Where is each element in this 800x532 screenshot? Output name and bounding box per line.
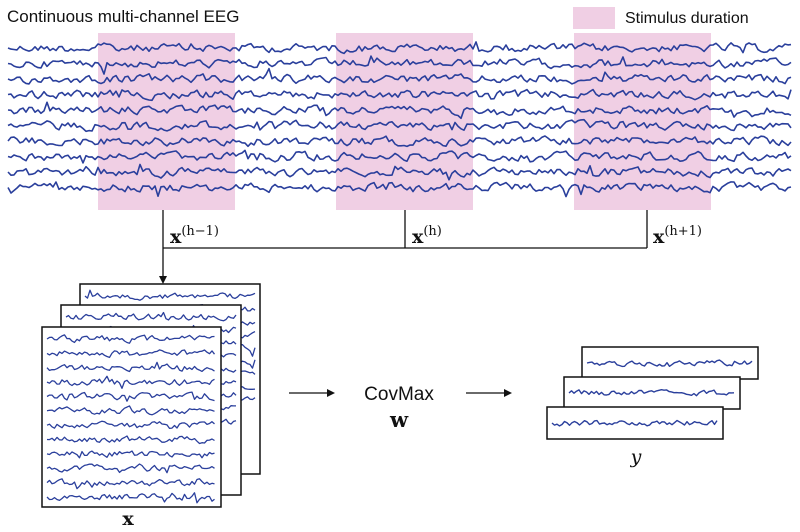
output-label: y xyxy=(630,446,642,468)
epoch-channel-trace xyxy=(46,435,215,445)
epoch-label-current-sup: (h) xyxy=(423,224,442,239)
epoch-labels: x(h−1) x(h) x(h+1) xyxy=(170,224,702,248)
eeg-channel-trace xyxy=(7,41,792,55)
eeg-channel-trace xyxy=(7,149,792,164)
eeg-channel-trace xyxy=(7,101,792,120)
eeg-channel-trace xyxy=(7,163,792,181)
arrow-to-output-head xyxy=(504,389,512,397)
epoch-channel-trace xyxy=(46,391,215,402)
stimulus-band-3 xyxy=(574,33,711,210)
epoch-label-next: x(h+1) xyxy=(653,224,702,248)
stimulus-band-2 xyxy=(336,33,473,210)
epoch-label-prev-sup: (h−1) xyxy=(181,224,219,239)
epoch-channel-trace xyxy=(46,361,215,373)
eeg-channel-trace xyxy=(7,135,792,148)
arrow-to-covmax-head xyxy=(327,389,335,397)
eeg-channel-trace xyxy=(7,67,792,85)
epoch-channel-trace xyxy=(46,420,215,430)
process-arrows xyxy=(289,389,512,397)
eeg-traces xyxy=(7,41,792,198)
epoch-label-prev: x(h−1) xyxy=(170,224,219,248)
title: Continuous multi-channel EEG xyxy=(7,7,239,26)
output-component-stack xyxy=(546,346,759,440)
output-component-trace xyxy=(551,419,718,427)
epoch-label-current-base: x xyxy=(412,226,424,248)
epoch-arrowhead xyxy=(159,276,167,284)
epoch-channel-trace xyxy=(46,375,215,389)
eeg-channel-trace xyxy=(7,118,792,133)
epoch-channel-trace xyxy=(65,311,237,322)
epoch-label-current: x(h) xyxy=(412,224,442,248)
legend-label: Stimulus duration xyxy=(625,10,749,27)
epoch-channel-trace xyxy=(46,478,215,490)
legend-swatch xyxy=(573,7,615,29)
output-component-trace xyxy=(568,389,735,397)
epoch-channel-trace xyxy=(46,334,215,344)
legend: Stimulus duration xyxy=(573,7,749,29)
eeg-channel-trace xyxy=(7,55,792,75)
epoch-label-next-sup: (h+1) xyxy=(664,224,702,239)
epoch-label-prev-base: x xyxy=(170,226,182,248)
epoch-channel-trace xyxy=(46,463,215,474)
input-label: x xyxy=(122,508,134,530)
eeg-channel-trace xyxy=(7,181,792,198)
epoch-channel-trace xyxy=(46,492,215,504)
epoch-channel-trace xyxy=(84,289,256,301)
eeg-channel-trace xyxy=(7,88,792,102)
covmax-label: CovMax xyxy=(364,384,434,405)
epoch-channel-trace xyxy=(46,450,215,459)
output-component-box xyxy=(581,346,759,380)
input-epoch-stack xyxy=(41,283,261,508)
epoch-connector xyxy=(159,210,648,284)
stimulus-bands xyxy=(98,33,711,210)
weight-vector-label: w xyxy=(389,407,409,432)
stimulus-band-1 xyxy=(98,33,235,210)
epoch-label-next-base: x xyxy=(653,226,665,248)
output-component-trace xyxy=(586,359,753,368)
epoch-frame xyxy=(41,326,222,508)
epoch-channel-trace xyxy=(46,405,215,416)
epoch-channel-trace xyxy=(46,349,216,359)
